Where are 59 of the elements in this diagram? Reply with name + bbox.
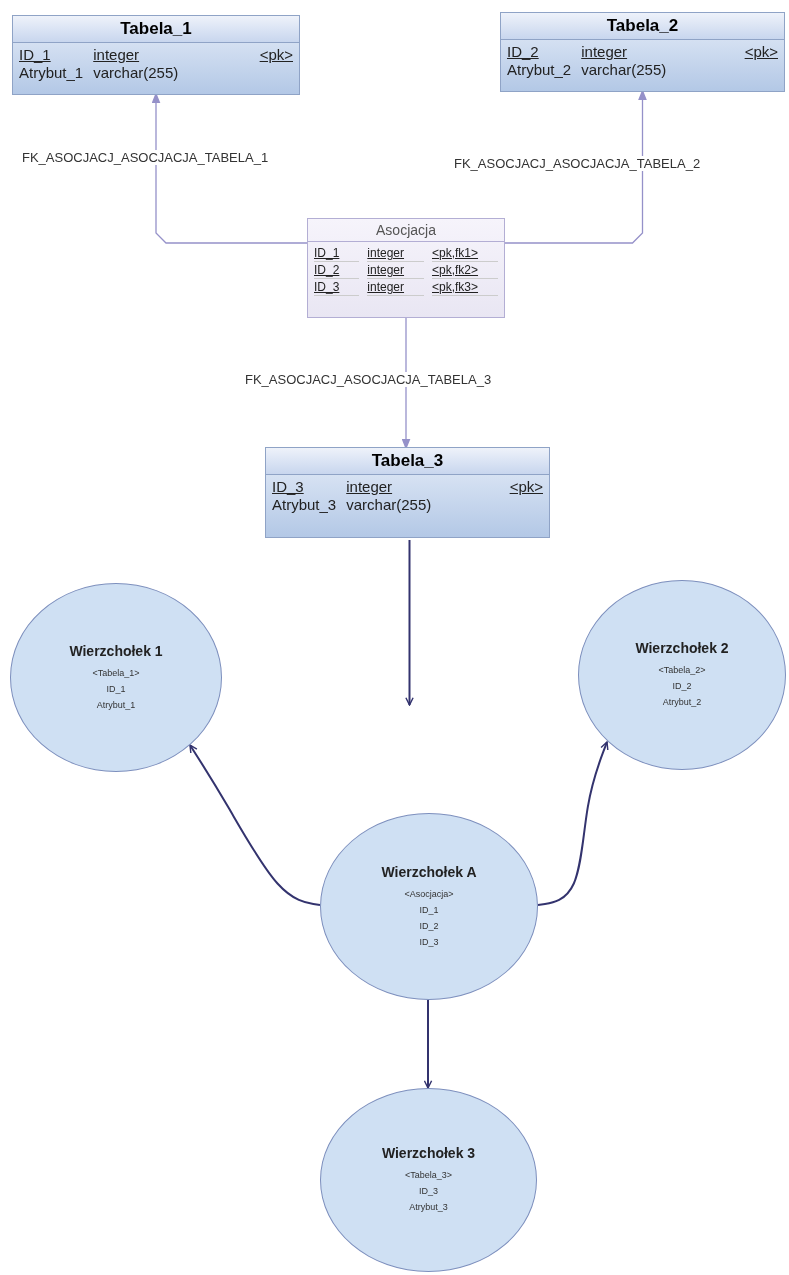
arrow: [151, 93, 308, 244]
column-name: Atrybut_2: [507, 61, 572, 79]
column-name: ID_3: [272, 478, 305, 496]
arrow: [189, 744, 321, 906]
column-key: <pk,fk1>: [432, 245, 498, 262]
table-header: Tabela_1: [13, 16, 299, 43]
column-type: varchar(255): [346, 496, 432, 514]
column-name: Atrybut_1: [19, 64, 84, 82]
table-header: Asocjacja: [308, 219, 504, 242]
table-header: Tabela_3: [266, 448, 549, 475]
vertex-title: Wierzchołek A: [381, 863, 477, 880]
vertex-attribute: Atrybut_3: [409, 1202, 448, 1212]
column-type: integer: [346, 478, 394, 496]
vertex-attribute: ID_3: [419, 1186, 438, 1196]
vertex-attribute: Atrybut_2: [662, 697, 702, 707]
column-name: ID_2: [507, 43, 540, 61]
edge-label: FK_ASOCJACJ_ASOCJACJA_TABELA_3: [243, 372, 494, 387]
vertex-attribute: ID_2: [419, 920, 439, 931]
vertex-attribute: Atrybut_1: [96, 699, 136, 710]
vertex-attribute: ID_2: [672, 681, 692, 691]
entity-table: [12, 15, 300, 95]
entity-table: [265, 447, 550, 538]
column-type: varchar(255): [93, 64, 179, 82]
vertex-attribute: <Tabela_1>: [92, 667, 140, 678]
column-type: integer: [367, 245, 424, 262]
column-type: integer: [581, 43, 629, 61]
vertex-attribute: ID_1: [419, 904, 439, 915]
column-name: ID_1: [19, 46, 52, 64]
vertex-attribute: ID_3: [419, 936, 439, 947]
vertex-attribute: <Tabela_2>: [658, 665, 706, 675]
column-name: ID_1: [314, 245, 360, 262]
arrow: [504, 90, 647, 244]
vertex-title: Wierzchołek 3: [381, 1145, 476, 1161]
arrow: [423, 999, 433, 1089]
vertex-attribute: <Tabela_3>: [404, 1170, 452, 1180]
column-name: ID_2: [314, 262, 360, 279]
column-type: varchar(255): [581, 61, 667, 79]
column-type: integer: [367, 262, 424, 279]
vertex-attribute: ID_1: [106, 683, 126, 694]
arrow: [401, 317, 411, 449]
column-key: <pk,fk3>: [432, 279, 498, 296]
column-key: <pk,fk2>: [432, 262, 498, 279]
vertex-title: Wierzchołek 1: [69, 642, 163, 659]
arrow: [537, 741, 609, 906]
column-type: integer: [93, 46, 141, 64]
column-name: Atrybut_3: [272, 496, 337, 514]
column-key: <pk>: [441, 478, 543, 496]
column-name: ID_3: [314, 279, 360, 296]
edge-label: FK_ASOCJACJ_ASOCJACJA_TABELA_2: [452, 156, 703, 171]
arrow: [405, 539, 414, 706]
column-key: <pk>: [188, 46, 293, 64]
entity-table: [307, 218, 505, 318]
column-key: <pk>: [676, 43, 778, 61]
table-header: Tabela_2: [501, 13, 784, 40]
column-type: integer: [367, 279, 424, 296]
vertex-attribute: <Asocjacja>: [404, 888, 454, 899]
vertex-title: Wierzchołek 2: [635, 640, 729, 656]
entity-table: [500, 12, 785, 92]
edge-label: FK_ASOCJACJ_ASOCJACJA_TABELA_1: [20, 150, 271, 165]
